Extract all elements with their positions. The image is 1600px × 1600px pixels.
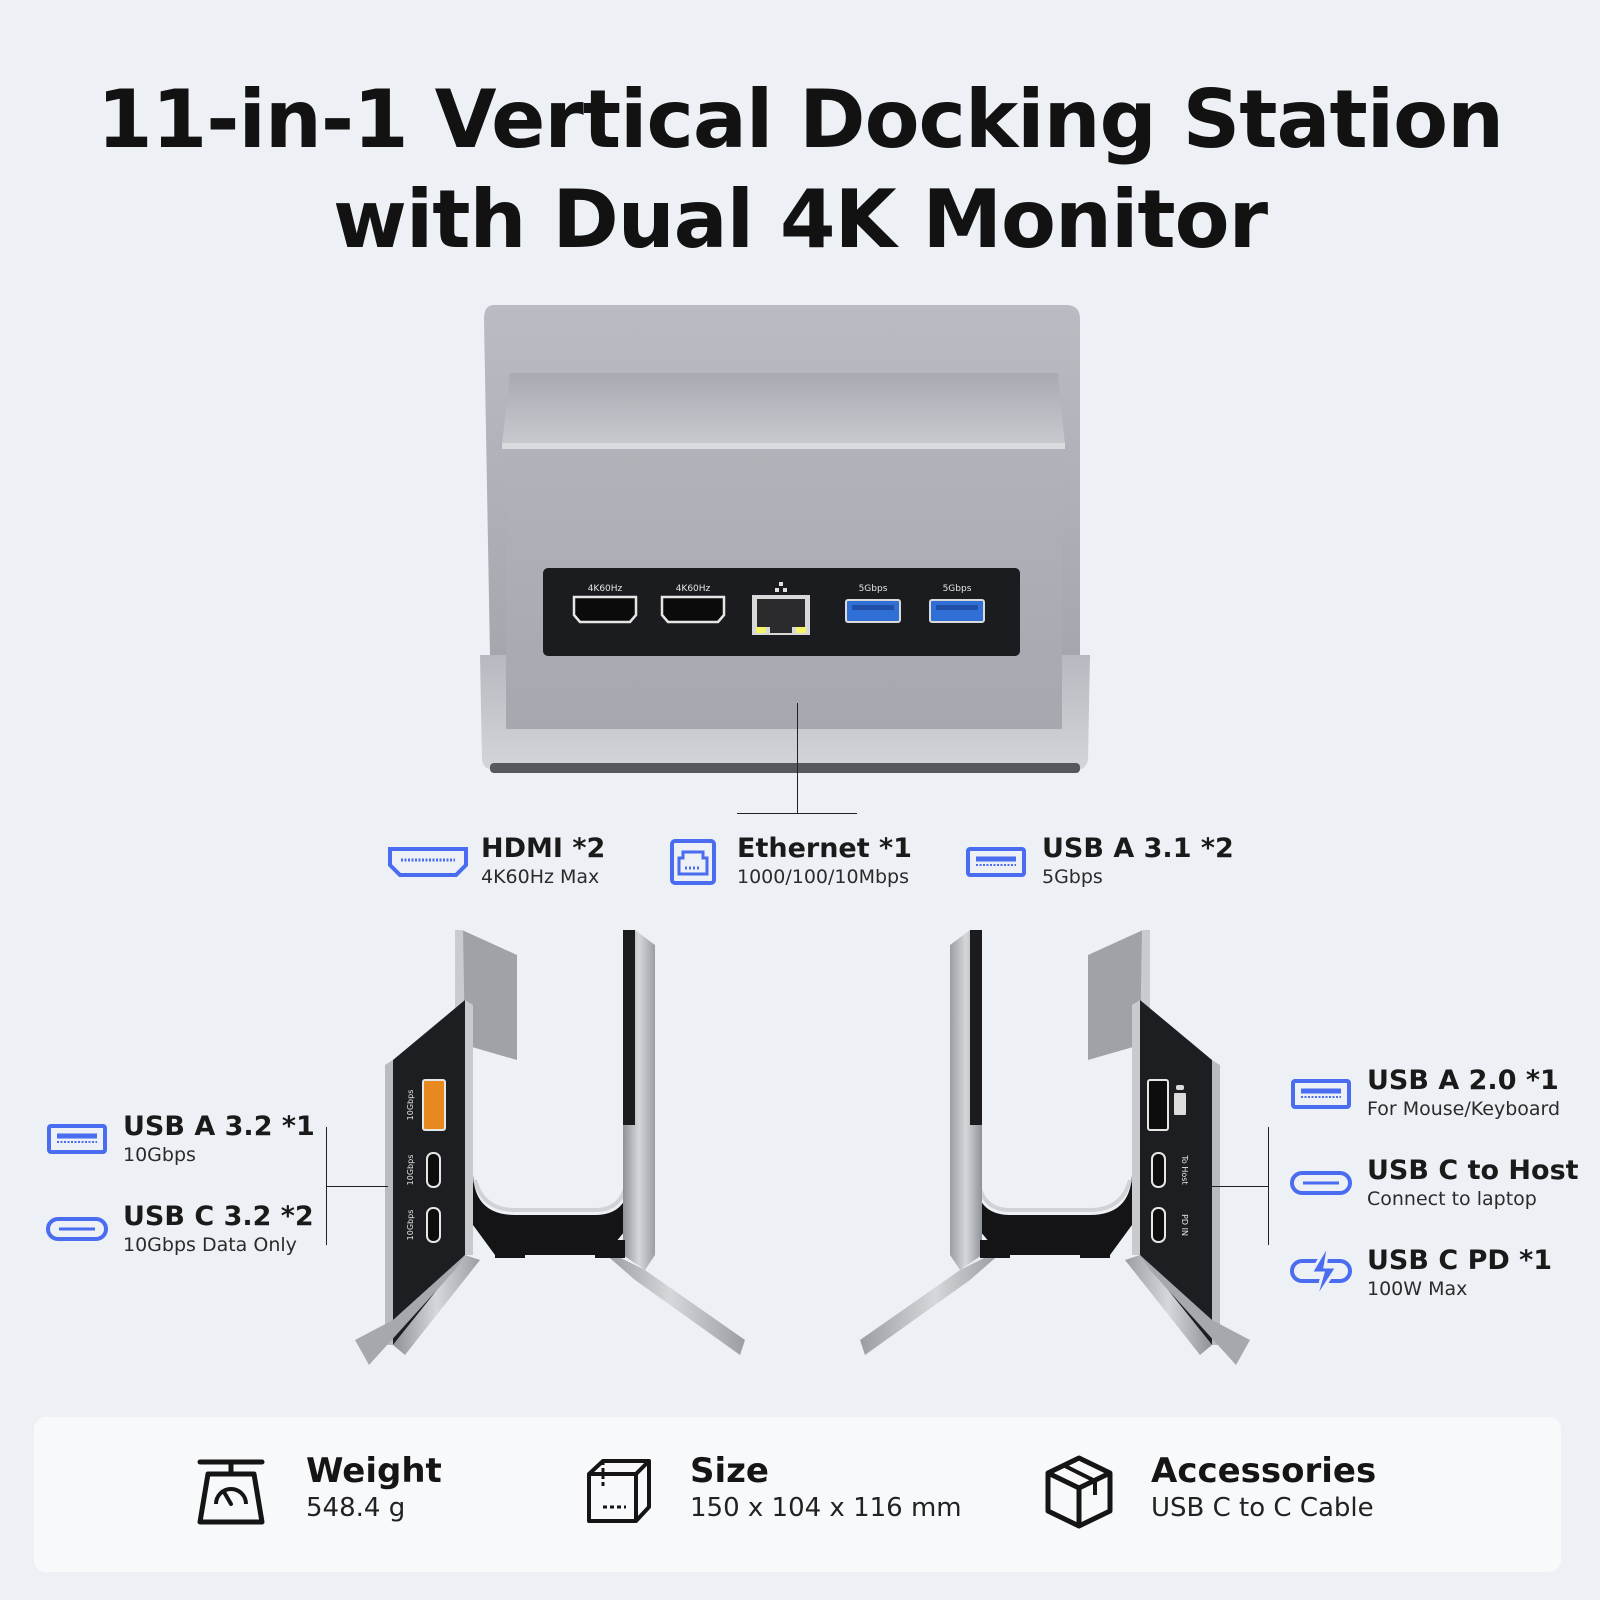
feature-hdmi-name: HDMI *2 [481, 833, 606, 864]
feature-hdmi: HDMI *2 4K60Hz Max [481, 833, 605, 889]
right-callout-line [1206, 1186, 1268, 1187]
usb-a-icon [46, 1122, 108, 1160]
keyboard-mouse-symbol-icon [1174, 1085, 1186, 1115]
feature-ethernet-name: Ethernet *1 [737, 833, 912, 864]
feature-usb-c-host-sub: Connect to laptop [1367, 1188, 1537, 1210]
dock-front-view: 4K60Hz 4K60Hz 5Gbps 5Gbps [480, 305, 1090, 773]
hdmi-port-1-label: 4K60Hz [588, 584, 623, 594]
feature-usb-a32-sub: 10Gbps [123, 1144, 196, 1166]
right-port-label-b: To Host [1180, 1154, 1189, 1184]
feature-usb-c-pd-sub: 100W Max [1367, 1278, 1468, 1300]
feature-hdmi-sub: 4K60Hz Max [481, 866, 600, 888]
feature-usb-c-pd: USB C PD *1 100W Max [1367, 1245, 1552, 1301]
feature-usb-a20: USB A 2.0 *1 For Mouse/Keyboard [1367, 1065, 1560, 1121]
feature-ethernet: Ethernet *1 1000/100/10Mbps [737, 833, 912, 889]
usb-c-host-port [1151, 1152, 1166, 1188]
usb-c-port-2 [426, 1207, 441, 1243]
feature-usb-a31: USB A 3.1 *2 5Gbps [1042, 833, 1234, 889]
feature-usb-c32-sub: 10Gbps Data Only [123, 1234, 297, 1256]
hdmi-port-2 [660, 595, 726, 624]
front-callout-underline [737, 813, 857, 814]
feature-usb-c-pd-name: USB C PD *1 [1367, 1245, 1553, 1276]
feature-usb-c-host-name: USB C to Host [1367, 1155, 1579, 1186]
left-port-label-c: 10Gbps [406, 1210, 415, 1241]
title-line-2: with Dual 4K Monitor [332, 173, 1268, 266]
usb-a-orange-port [422, 1079, 446, 1131]
usb-a-port-2 [929, 599, 985, 623]
front-callout-line [797, 703, 798, 814]
usb-a-port-1-label: 5Gbps [859, 584, 888, 594]
spec-size-name: Size [690, 1451, 769, 1491]
scale-icon [196, 1456, 266, 1532]
title-line-1: 11-in-1 Vertical Docking Station [96, 73, 1504, 166]
usb-a-black-port [1147, 1079, 1169, 1131]
right-callout-bracket [1268, 1127, 1269, 1245]
hdmi-port-2-label: 4K60Hz [676, 584, 711, 594]
usb-c-pd-port [1151, 1207, 1166, 1243]
feature-usb-c-host: USB C to Host Connect to laptop [1367, 1155, 1579, 1211]
usb-a-port-1 [845, 599, 901, 623]
page-title: 11-in-1 Vertical Docking Station with Du… [0, 70, 1600, 270]
ethernet-port [752, 595, 810, 635]
cube-icon [586, 1458, 652, 1528]
usb-a-icon [1290, 1077, 1352, 1115]
feature-usb-a31-sub: 5Gbps [1042, 866, 1103, 888]
ethernet-symbol-icon [775, 582, 787, 592]
spec-weight-name: Weight [306, 1451, 442, 1491]
spec-weight: Weight 548.4 g [306, 1451, 442, 1525]
usb-a-port-2-label: 5Gbps [943, 584, 972, 594]
feature-usb-c32-name: USB C 3.2 *2 [123, 1201, 314, 1232]
feature-usb-a31-name: USB A 3.1 *2 [1042, 833, 1234, 864]
hdmi-icon [387, 845, 469, 883]
spec-weight-value: 548.4 g [306, 1493, 406, 1523]
left-port-label-a: 10Gbps [406, 1090, 415, 1121]
right-port-label-c: PD IN [1180, 1214, 1189, 1236]
ethernet-icon [669, 838, 717, 890]
usb-c-icon [1289, 1170, 1353, 1200]
spec-accessories: Accessories USB C to C Cable [1151, 1451, 1376, 1525]
spec-size-value: 150 x 104 x 116 mm [690, 1493, 962, 1523]
usb-c-port-1 [426, 1152, 441, 1188]
hdmi-port-1 [572, 595, 638, 624]
specs-panel [34, 1417, 1561, 1572]
spec-accessories-value: USB C to C Cable [1151, 1493, 1374, 1523]
spec-accessories-name: Accessories [1151, 1451, 1377, 1491]
feature-usb-a32-name: USB A 3.2 *1 [123, 1111, 315, 1142]
spec-size: Size 150 x 104 x 116 mm [690, 1451, 962, 1525]
dock-left-side-view: 10Gbps 10Gbps 10Gbps [355, 930, 745, 1365]
usb-c-pd-icon [1289, 1240, 1355, 1308]
feature-usb-c32: USB C 3.2 *2 10Gbps Data Only [123, 1201, 314, 1257]
feature-usb-a32: USB A 3.2 *1 10Gbps [123, 1111, 315, 1167]
usb-a-icon [965, 845, 1027, 883]
feature-usb-a20-sub: For Mouse/Keyboard [1367, 1098, 1561, 1120]
feature-usb-a20-name: USB A 2.0 *1 [1367, 1065, 1559, 1096]
feature-ethernet-sub: 1000/100/10Mbps [737, 866, 910, 888]
box-icon [1045, 1455, 1113, 1533]
left-callout-line [326, 1186, 388, 1187]
dock-right-side-view: To Host PD IN [860, 930, 1250, 1365]
left-port-label-b: 10Gbps [406, 1155, 415, 1186]
usb-c-icon [45, 1216, 109, 1246]
